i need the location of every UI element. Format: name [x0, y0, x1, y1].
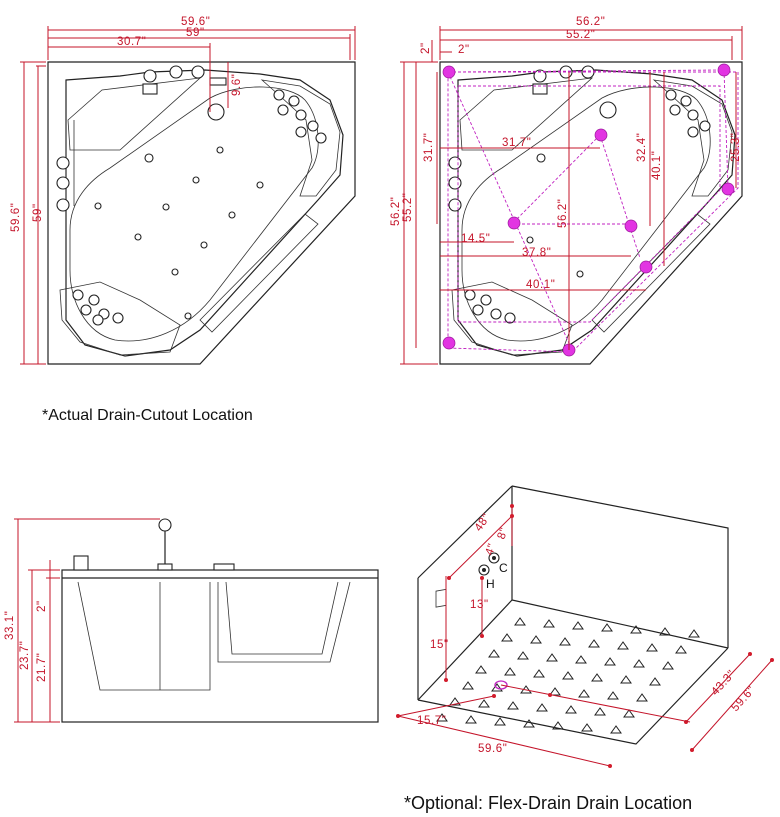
floor-triangle: [533, 669, 545, 678]
floor-triangle: [601, 623, 613, 632]
floor-triangle: [507, 701, 519, 710]
caption-drain-cutout: *Actual Drain-Cutout Location: [42, 407, 253, 424]
dim-top-left-height-outer: 59.6": [10, 203, 22, 232]
dim-top-left-faucet-offset: 30.7": [117, 36, 146, 48]
floor-triangle: [636, 693, 648, 702]
dim-top-right-width-inner: 55.2": [566, 29, 595, 41]
dim-top-left-height-inner: 59": [32, 203, 44, 222]
floor-triangle: [594, 707, 606, 716]
floor-triangle: [549, 687, 561, 696]
dim-top-right-width-outer: 56.2": [576, 16, 605, 28]
dim-room-43-3: 43.3": [709, 668, 738, 698]
floor-triangle: [607, 691, 619, 700]
dim-top-right-40-1-h: 40.1": [526, 279, 555, 291]
dim-top-right-56-2-center: 56.2": [557, 199, 569, 228]
dim-top-right-14-5: 14.5": [461, 233, 490, 245]
floor-triangle: [475, 665, 487, 674]
dim-side-rim-height: 23.7": [19, 641, 31, 670]
floor-triangle: [675, 645, 687, 654]
floor-triangle: [610, 725, 622, 734]
dim-top-left-width-inner: 59": [186, 27, 205, 39]
floor-triangle: [565, 705, 577, 714]
floor-triangle: [646, 643, 658, 652]
plan-view-left: 59.6" 59" 30.7" 9.6" 59.6" 59": [10, 16, 356, 365]
floor-triangle: [617, 641, 629, 650]
dim-room-13: 13": [470, 599, 489, 611]
dim-side-total-height: 33.1": [4, 611, 16, 640]
dim-top-right-edge-v: 2": [420, 42, 432, 54]
floor-triangle: [465, 715, 477, 724]
floor-triangle: [491, 683, 503, 692]
floor-triangle: [504, 667, 516, 676]
dim-room-4: 4": [484, 542, 499, 557]
floor-triangle: [488, 649, 500, 658]
label-valve-h: H: [486, 577, 495, 591]
floor-texture: [436, 617, 700, 734]
floor-triangle: [514, 617, 526, 626]
floor-triangle: [436, 713, 448, 722]
floor-triangle: [604, 657, 616, 666]
floor-triangle: [649, 677, 661, 686]
floor-triangle: [552, 721, 564, 730]
floor-triangle: [462, 681, 474, 690]
dim-top-right-31-7-h: 31.7": [502, 137, 531, 149]
floor-triangle: [662, 661, 674, 670]
dim-room-59-6-side: 59.6": [729, 684, 758, 714]
dim-top-right-25-3: 25.3": [730, 133, 742, 162]
dim-top-right-edge-h: 2": [458, 44, 470, 56]
floor-triangle: [546, 653, 558, 662]
floor-triangle: [536, 703, 548, 712]
dim-room-48: 48": [473, 512, 494, 534]
floor-triangle: [478, 699, 490, 708]
dim-top-left-width-outer: 59.6": [181, 16, 210, 28]
floor-triangle: [620, 675, 632, 684]
dim-top-right-55-2-v: 55.2": [402, 193, 414, 222]
floor-triangle: [559, 637, 571, 646]
dim-room-8: 8": [496, 526, 511, 541]
floor-triangle: [572, 621, 584, 630]
floor-triangle: [633, 659, 645, 668]
floor-triangle: [449, 697, 461, 706]
floor-triangle: [659, 627, 671, 636]
floor-triangle: [543, 619, 555, 628]
dim-top-right-32-4: 32.4": [636, 133, 648, 162]
dim-room-15-7: 15.7": [417, 715, 446, 727]
room-installation-view: 48" 8" 4" 13" 15" 15.7" 59.6" 43.3" 59.6…: [396, 485, 774, 768]
floor-triangle: [523, 719, 535, 728]
floor-triangle: [575, 655, 587, 664]
dim-top-right-31-7-v: 31.7": [423, 133, 435, 162]
dim-room-15: 15": [430, 639, 449, 651]
side-elevation: 33.1" 23.7" 21.7" 2": [4, 518, 379, 723]
caption-flex-drain: *Optional: Flex-Drain Drain Location: [404, 793, 693, 813]
floor-triangle: [630, 625, 642, 634]
floor-triangle: [562, 671, 574, 680]
floor-triangle: [517, 651, 529, 660]
dim-side-inner-height: 21.7": [36, 653, 48, 682]
dim-top-left-drain-offset: 9.6": [231, 74, 243, 96]
plan-view-right: 56.2" 55.2" 2" 2" 31.7" 31.7" 32.4" 25.3…: [390, 16, 743, 365]
floor-triangle: [581, 723, 593, 732]
dim-side-rim-thickness: 2": [36, 600, 48, 612]
floor-triangle: [588, 639, 600, 648]
label-valve-c: C: [499, 561, 508, 575]
floor-triangle: [501, 633, 513, 642]
dim-top-right-40-1-v: 40.1": [651, 151, 663, 180]
floor-triangle: [530, 635, 542, 644]
floor-triangle: [494, 717, 506, 726]
floor-triangle: [578, 689, 590, 698]
dim-top-right-37-8: 37.8": [522, 247, 551, 259]
floor-triangle: [591, 673, 603, 682]
dim-top-right-56-2-v: 56.2": [390, 197, 402, 226]
dim-room-59-6-front: 59.6": [478, 743, 507, 755]
floor-triangle: [623, 709, 635, 718]
floor-triangle: [688, 629, 700, 638]
